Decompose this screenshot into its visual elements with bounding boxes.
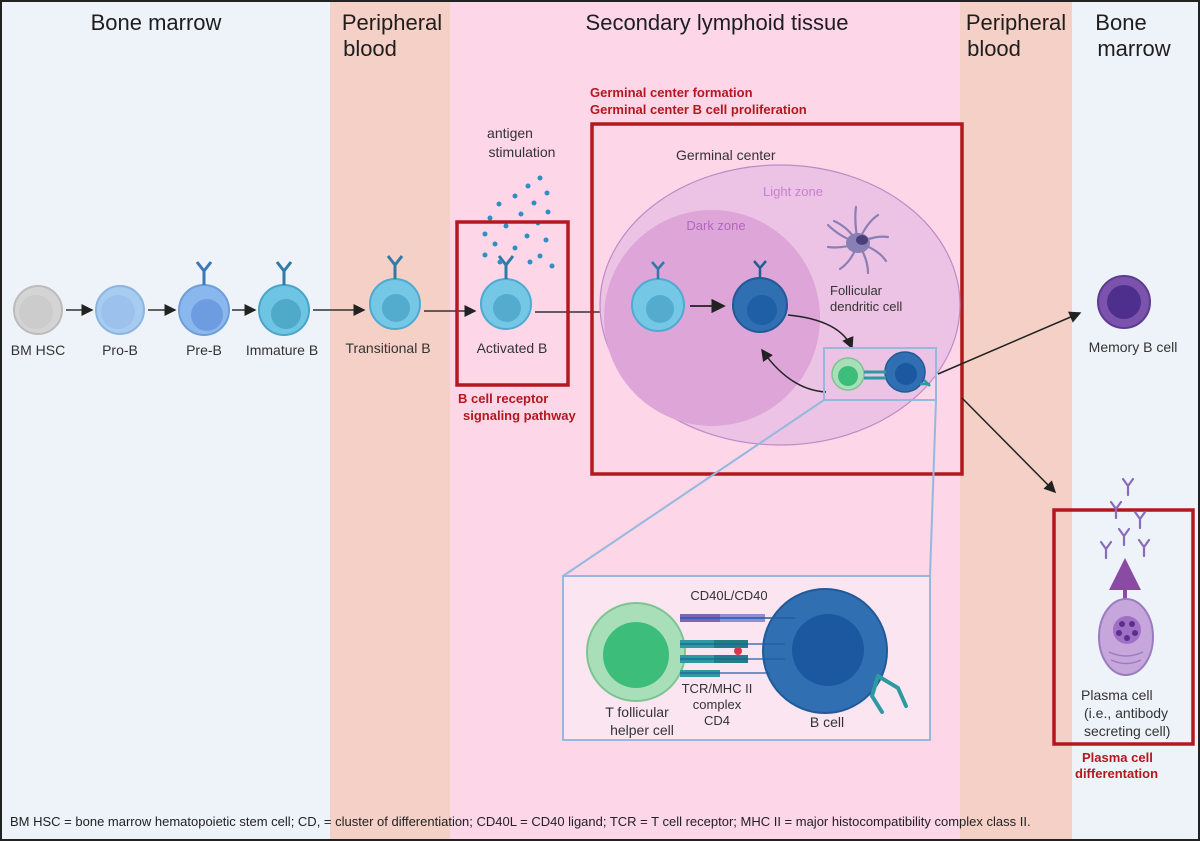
label-transitional-b: Transitional B bbox=[345, 340, 430, 356]
activated-b-cell bbox=[480, 255, 532, 330]
peripheral-blood-left-band bbox=[330, 0, 450, 841]
region-header-bone-marrow-right-1: Bone bbox=[1095, 10, 1146, 35]
receptor-icon bbox=[195, 261, 213, 285]
inset-tfh-label-1: T follicular bbox=[605, 704, 669, 720]
inset-tcr-label-2: complex bbox=[693, 697, 742, 712]
bcr-pathway-label-1: B cell receptor bbox=[458, 391, 548, 406]
label-memory-b: Memory B cell bbox=[1089, 339, 1178, 355]
antigen-label-1: antigen bbox=[487, 125, 533, 141]
region-header-peripheral-blood-right-1: Peripheral bbox=[966, 10, 1066, 35]
inset-b-cell bbox=[762, 588, 888, 714]
receptor-icon bbox=[497, 255, 515, 279]
gc-b-cell-dividing bbox=[732, 260, 788, 333]
pro-b-cell bbox=[95, 285, 145, 335]
germinal-center-proliferation-label: Germinal center B cell proliferation bbox=[590, 102, 807, 117]
plasma-label-3: secreting cell) bbox=[1084, 723, 1170, 739]
inset-tfh-cell bbox=[586, 602, 686, 702]
gc-arrow-to-selection bbox=[787, 314, 854, 350]
germinal-center-label: Germinal center bbox=[676, 147, 776, 163]
region-header-bone-marrow: Bone marrow bbox=[91, 10, 222, 35]
cd40l-cd40-complex bbox=[680, 614, 795, 622]
fdc-label-1: Follicular bbox=[830, 283, 883, 298]
label-immature-b: Immature B bbox=[246, 342, 318, 358]
bm-hsc-cell bbox=[13, 285, 63, 335]
region-header-bone-marrow-right-2: marrow bbox=[1097, 36, 1170, 61]
secreted-antibodies bbox=[1099, 477, 1151, 560]
plasma-cell bbox=[1098, 598, 1154, 676]
light-zone-label: Light zone bbox=[763, 184, 823, 199]
follicular-dendritic-cell bbox=[826, 205, 890, 275]
region-header-peripheral-blood-right-2: blood bbox=[967, 36, 1021, 61]
bcr-pathway-label-2: signaling pathway bbox=[463, 408, 576, 423]
tcr-mhc-complex bbox=[680, 640, 785, 677]
receptor-icon bbox=[386, 255, 404, 279]
immature-b-cell bbox=[258, 261, 310, 336]
region-header-secondary-lymphoid: Secondary lymphoid tissue bbox=[586, 10, 849, 35]
bcr-highlight-box bbox=[455, 220, 570, 387]
small-tfh-cell bbox=[831, 357, 865, 391]
memory-b-cell bbox=[1097, 275, 1151, 329]
inset-tcr-label-1: TCR/MHC II bbox=[682, 681, 753, 696]
germinal-center-highlight-box bbox=[590, 122, 964, 476]
footnote: BM HSC = bone marrow hematopoietic stem … bbox=[10, 814, 1031, 829]
inset-tfh-label-2: helper cell bbox=[610, 722, 674, 738]
germinal-center-formation-label: Germinal center formation bbox=[590, 85, 753, 100]
fdc-label-2: dendritic cell bbox=[830, 299, 902, 314]
dark-zone bbox=[604, 210, 820, 426]
plasma-label-2: (i.e., antibody bbox=[1084, 705, 1168, 721]
plasma-highlight-box bbox=[1052, 508, 1195, 746]
antigen-label-2: stimulation bbox=[489, 144, 556, 160]
label-pro-b: Pro-B bbox=[102, 342, 138, 358]
plasma-diff-label-1: Plasma cell bbox=[1082, 750, 1153, 765]
dark-zone-label: Dark zone bbox=[686, 218, 745, 233]
inset-tcr-label-3: CD4 bbox=[704, 713, 730, 728]
pre-b-cell bbox=[178, 261, 230, 336]
arrow-to-plasma bbox=[961, 397, 1057, 494]
small-b-cell bbox=[864, 351, 931, 393]
inset-b-cell-label: B cell bbox=[810, 714, 844, 730]
plasma-label-1: Plasma cell bbox=[1081, 687, 1153, 703]
inset-cd40-label: CD40L/CD40 bbox=[690, 588, 767, 603]
label-activated-b: Activated B bbox=[477, 340, 548, 356]
gc-b-cell-centroblast bbox=[631, 261, 685, 332]
region-header-peripheral-blood-2: blood bbox=[343, 36, 397, 61]
bone-marrow-left-band bbox=[0, 0, 330, 841]
region-header-peripheral-blood-1: Peripheral bbox=[342, 10, 442, 35]
gc-arrow-recycle bbox=[761, 348, 827, 393]
connector-line-right bbox=[929, 399, 937, 577]
bone-marrow-right-band bbox=[1072, 0, 1200, 841]
connector-line-left bbox=[562, 399, 825, 577]
transitional-b-cell bbox=[369, 255, 421, 330]
receptor-icon bbox=[753, 260, 767, 278]
interaction-zoom-box bbox=[823, 347, 937, 401]
arrow-to-memory bbox=[937, 311, 1082, 375]
receptor-icon bbox=[275, 261, 293, 285]
bcr-antibody-icon bbox=[870, 674, 908, 714]
plasma-diff-label-2: differentation bbox=[1075, 766, 1158, 781]
receptor-icon bbox=[651, 261, 665, 279]
label-bm-hsc: BM HSC bbox=[11, 342, 65, 358]
label-pre-b: Pre-B bbox=[186, 342, 222, 358]
